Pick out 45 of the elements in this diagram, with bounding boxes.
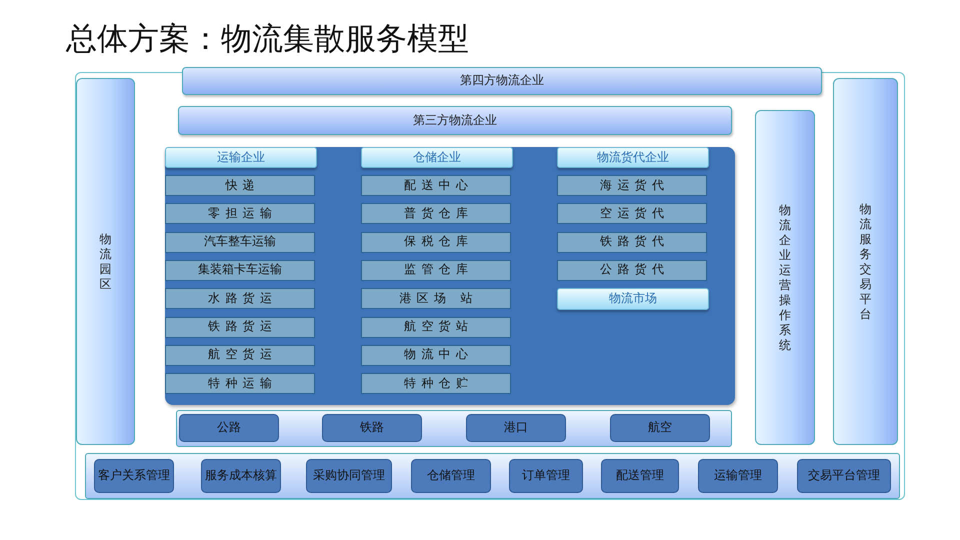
category-item: 特种仓贮 [361, 373, 511, 394]
side-panel: 物流服务交易平台 [833, 78, 898, 445]
category-item: 快递 [165, 175, 315, 196]
top-bar: 第三方物流企业 [178, 106, 732, 135]
group-panel [165, 147, 735, 405]
category-item: 物流中心 [361, 344, 511, 366]
page-title: 总体方案：物流集散服务模型 [66, 20, 469, 59]
category-item: 零担运输 [165, 203, 315, 224]
module-button: 服务成本核算 [201, 459, 281, 493]
category-item: 航空货站 [361, 316, 511, 338]
module-button: 运输管理 [698, 459, 778, 493]
category-item: 配送中心 [361, 175, 511, 196]
category-item: 集装箱卡车运输 [165, 260, 315, 281]
category-item: 海运货代 [557, 175, 707, 196]
group-bar [176, 410, 732, 447]
transport-mode: 公路 [179, 414, 279, 442]
category-item: 监管仓库 [361, 260, 511, 281]
module-button: 客户关系管理 [94, 459, 174, 493]
top-bar: 第四方物流企业 [182, 67, 822, 95]
category-item: 特种运输 [165, 373, 315, 394]
side-panel: 物流园区 [76, 78, 135, 445]
module-button: 订单管理 [509, 459, 583, 493]
category-header: 物流货代企业 [557, 147, 709, 168]
transport-mode: 航空 [610, 414, 710, 442]
category-item: 空运货代 [557, 203, 707, 224]
module-button: 采购协同管理 [306, 459, 392, 493]
category-item: 水路货运 [165, 288, 315, 310]
category-header: 仓储企业 [361, 147, 513, 168]
side-panel: 物流企业运营操作系统 [755, 110, 815, 445]
transport-mode: 铁路 [322, 414, 422, 442]
category-item: 保税仓库 [361, 232, 511, 253]
module-button: 仓储管理 [411, 459, 491, 493]
category-header: 物流市场 [557, 288, 709, 310]
category-item: 公路货代 [557, 260, 707, 281]
category-item: 航空货运 [165, 344, 315, 366]
group-bar [85, 453, 900, 499]
category-item: 汽车整车运输 [165, 232, 315, 253]
category-item: 铁路货代 [557, 232, 707, 253]
category-item: 普货仓库 [361, 203, 511, 224]
module-button: 交易平台管理 [797, 459, 891, 493]
transport-mode: 港口 [466, 414, 566, 442]
category-header: 运输企业 [165, 147, 317, 168]
category-item: 港区场 站 [361, 288, 511, 310]
module-button: 配送管理 [601, 459, 679, 493]
category-item: 铁路货运 [165, 316, 315, 338]
